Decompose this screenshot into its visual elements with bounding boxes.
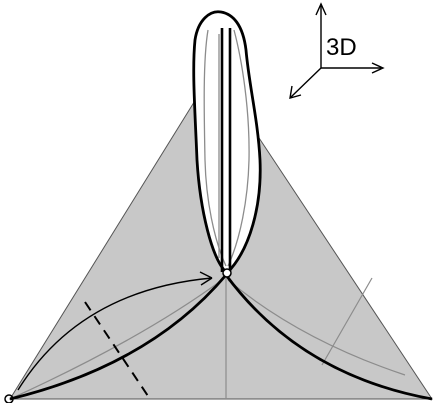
curved-fold-arrow-icon bbox=[17, 271, 213, 391]
fold-edges bbox=[9, 274, 433, 401]
right-diagonal-crease bbox=[321, 277, 373, 366]
3d-axes-icon bbox=[289, 2, 385, 99]
axes-label: 3D bbox=[326, 34, 357, 61]
center-rod bbox=[220, 28, 232, 272]
pivot-circle-icon bbox=[222, 268, 232, 278]
right-fold-edge bbox=[224, 274, 433, 401]
inner-arc-right bbox=[227, 279, 406, 376]
petal-inner-lines bbox=[203, 29, 250, 267]
crease-lines bbox=[9, 277, 406, 400]
corner-marker-icon bbox=[4, 394, 14, 403]
left-fold-edge bbox=[9, 274, 228, 401]
valley-fold-line bbox=[84, 301, 151, 400]
inner-arc-left bbox=[9, 279, 223, 400]
